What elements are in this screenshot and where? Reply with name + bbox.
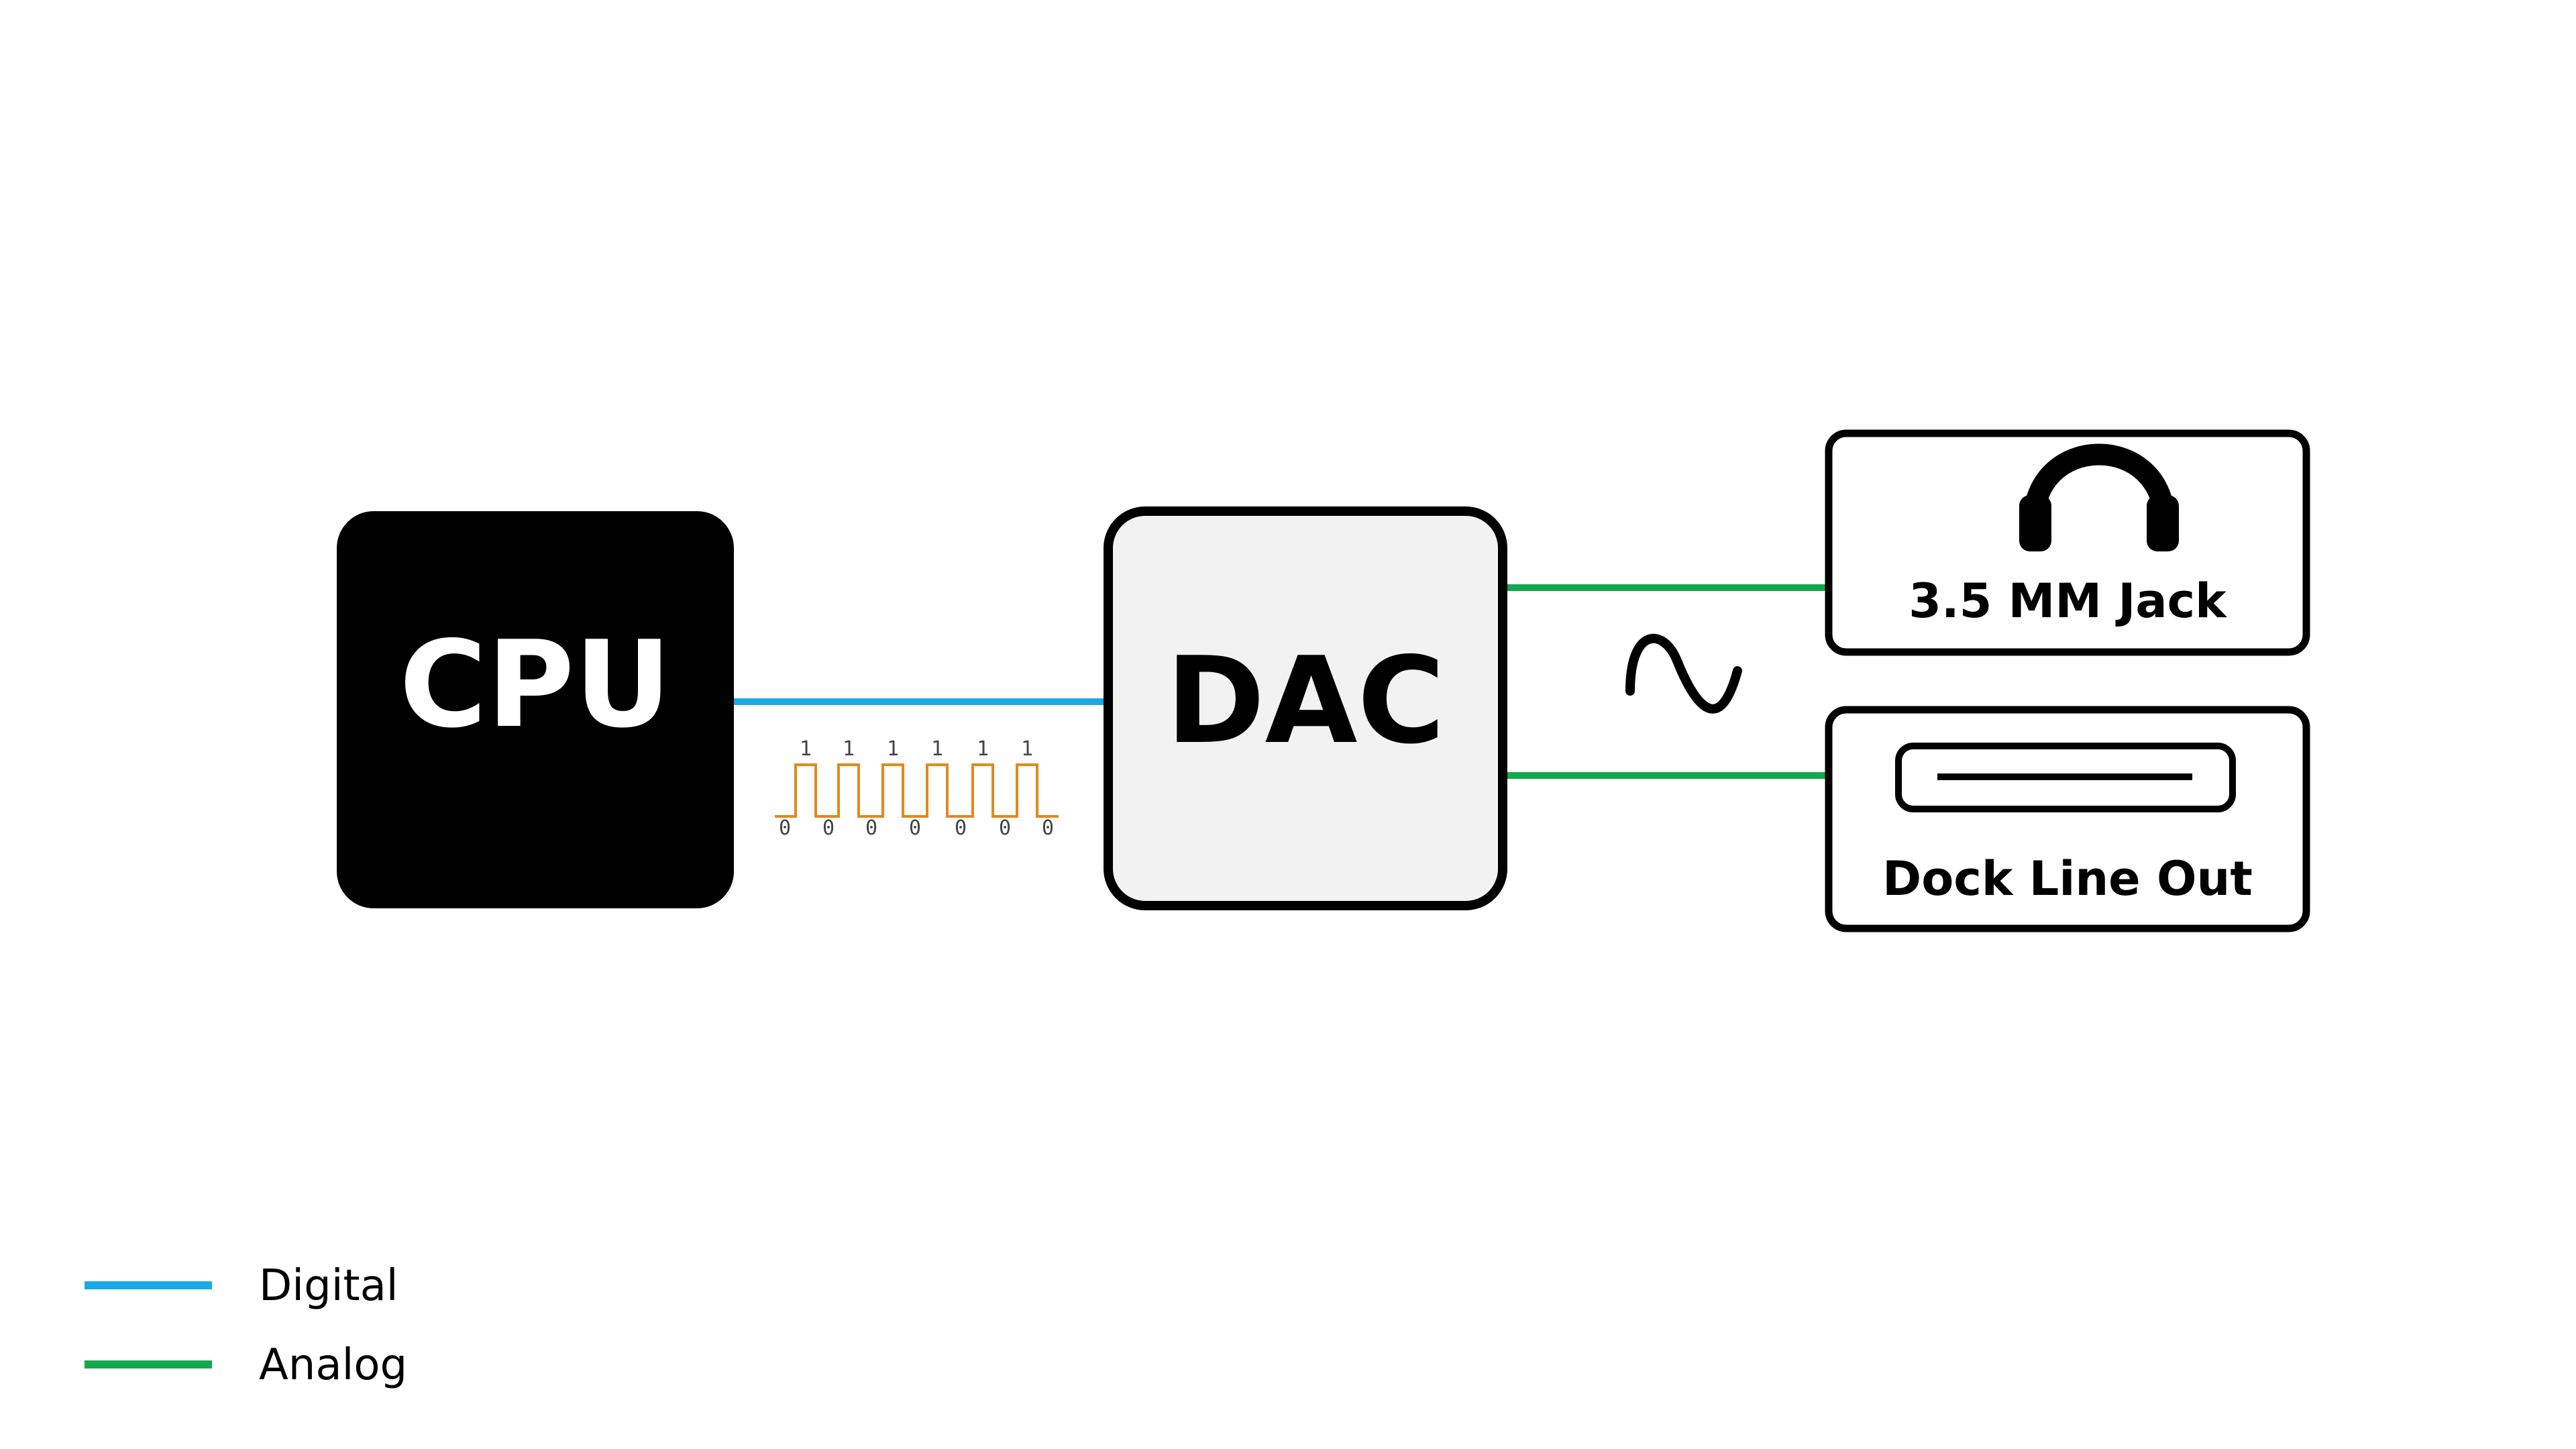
bit-low-label: 0 <box>909 816 921 840</box>
digital-signal: 1 1 1 1 1 1 0 0 0 0 0 0 0 <box>775 737 1059 840</box>
sine-wave-icon <box>1625 633 1742 714</box>
jack-port: 3.5 MM Jack <box>1825 429 2310 656</box>
bit-high-label: 1 <box>931 737 943 761</box>
bit-high-label: 1 <box>977 737 989 761</box>
dac-block: DAC <box>1104 506 1507 910</box>
cpu-box <box>337 511 734 908</box>
dac-box <box>1104 506 1507 910</box>
headphones-icon <box>2019 443 2179 551</box>
bit-low-label: 0 <box>779 816 791 840</box>
dock-port-icon <box>1895 743 2236 812</box>
dock-port: Dock Line Out <box>1825 706 2310 932</box>
jack-box <box>1825 429 2310 656</box>
legend: Digital Analog <box>85 1261 407 1390</box>
legend-item-analog: Analog <box>85 1340 407 1390</box>
legend-label-analog: Analog <box>259 1340 407 1390</box>
dac-label: DAC <box>1166 631 1445 770</box>
jack-label: 3.5 MM Jack <box>1909 574 2227 629</box>
bit-high-label: 1 <box>800 737 812 761</box>
bit-high-label: 1 <box>843 737 855 761</box>
bit-low-label: 0 <box>822 816 835 840</box>
bit-low-label: 0 <box>955 816 967 840</box>
dock-label: Dock Line Out <box>1882 851 2253 906</box>
bit-low-label: 0 <box>999 816 1011 840</box>
cpu-label: CPU <box>399 615 672 754</box>
legend-label-digital: Digital <box>259 1261 398 1311</box>
bit-high-label: 1 <box>887 737 899 761</box>
bit-high-label: 1 <box>1021 737 1033 761</box>
square-wave-icon <box>775 763 1059 818</box>
bit-low-label: 0 <box>865 816 877 840</box>
legend-item-digital: Digital <box>85 1261 398 1311</box>
bit-low-label: 0 <box>1042 816 1054 840</box>
cpu-block: CPU <box>337 511 734 908</box>
